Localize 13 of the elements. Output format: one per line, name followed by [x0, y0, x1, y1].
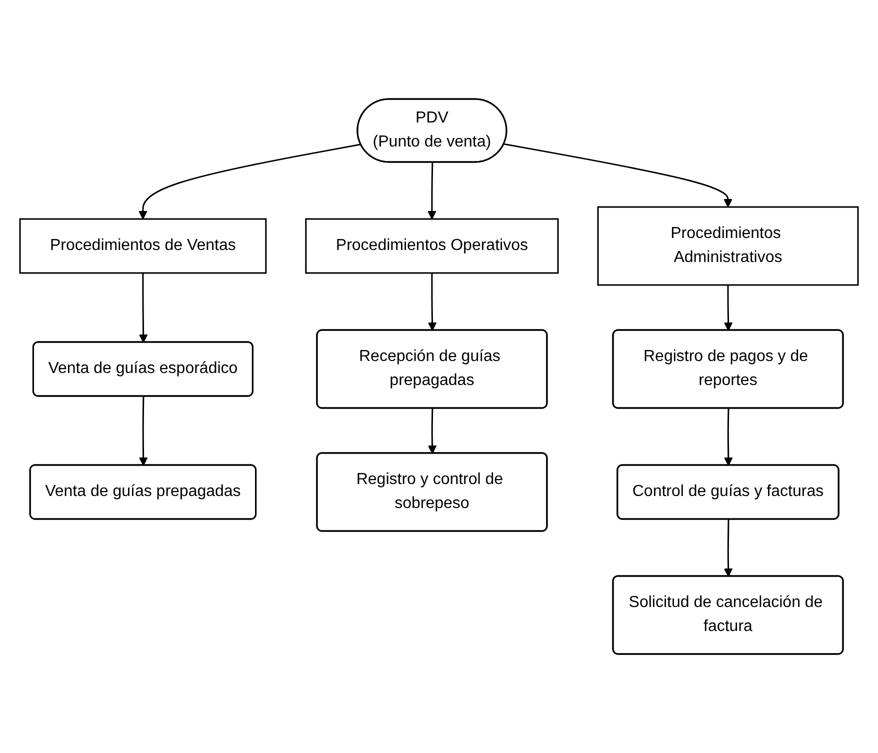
node-box: Procedimientos Administrativos	[597, 206, 859, 286]
arrow	[504, 143, 732, 208]
arrow	[428, 162, 436, 220]
node-box: Procedimientos Operativos	[305, 218, 559, 274]
arrow	[138, 396, 148, 466]
arrow	[724, 285, 733, 331]
arrow	[724, 408, 733, 466]
arrow	[428, 273, 437, 331]
arrow	[138, 273, 148, 343]
arrow	[724, 519, 733, 577]
arrow	[138, 144, 362, 220]
arrow	[428, 408, 437, 454]
node-box: Procedimientos de Ventas	[19, 218, 267, 274]
